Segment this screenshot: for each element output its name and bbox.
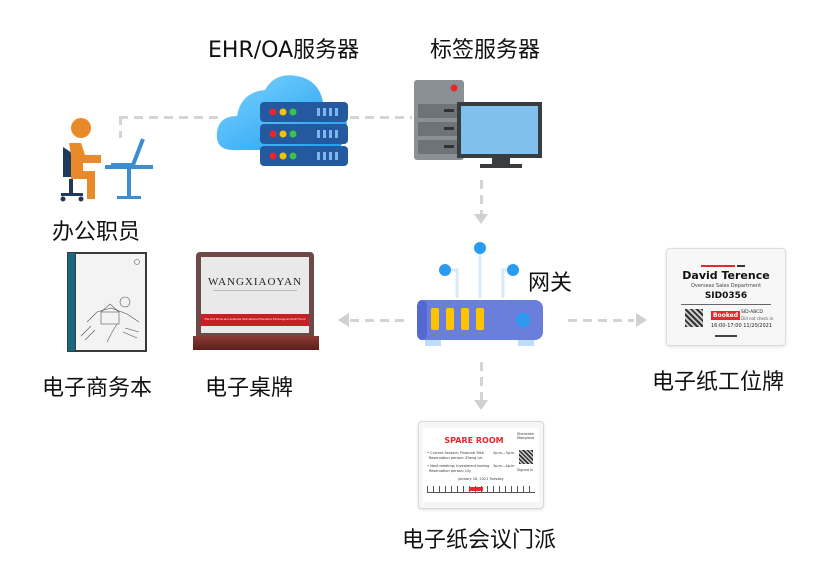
epaper-badge-node[interactable]: David Terence Overseas Sales Department …: [666, 248, 786, 346]
door-sign-next-time: 3p.m—4p.m: [493, 464, 515, 468]
connector-gateway-to-desksign: [350, 319, 410, 322]
door-sign-next: • Next meeting: Investment tooling: [427, 464, 490, 468]
arrow-to-desksign: [338, 313, 349, 327]
badge-sub-id: SID-ABCD: [741, 310, 763, 315]
gateway-label: 网关: [528, 271, 573, 296]
ehr-server-label: EHR/OA服务器: [208, 38, 360, 63]
door-sign-date: January 16, 2021 Tuesday: [458, 477, 504, 481]
arrow-to-badge: [636, 313, 647, 327]
e-notebook-node[interactable]: [67, 252, 147, 352]
desk-sign-icon: WANGXIAOYAN The 2nd China and Australia …: [193, 252, 319, 350]
badge-status: Booked: [711, 311, 741, 320]
gateway-node[interactable]: [415, 238, 545, 350]
epaper-badge-icon: David Terence Overseas Sales Department …: [667, 249, 785, 345]
connector-staff-to-ehr: [119, 116, 219, 119]
badge-qr-code: [685, 309, 703, 327]
door-sign-signed: Signed in: [517, 468, 534, 472]
connector-gateway-to-badge: [568, 319, 634, 322]
epaper-badge-label: 电子纸工位牌: [652, 370, 785, 395]
arrow-to-doorsign: [474, 400, 488, 410]
badge-department: Overseas Sales Department: [690, 283, 762, 289]
door-sign-qr-code: [519, 450, 533, 464]
tag-server-label: 标签服务器: [430, 38, 541, 63]
door-sign-location: Shenzhen Mangrove: [517, 432, 535, 440]
connector-staff-vertical: [119, 116, 122, 138]
door-sign-timeline-booking: [469, 487, 483, 491]
desk-sign-banner: The 2nd China and Australia Internationa…: [201, 314, 309, 326]
epaper-door-sign-icon: SPARE ROOM Shenzhen Mangrove • Current S…: [419, 422, 543, 508]
connector-ehr-to-tag: [350, 116, 412, 119]
arrow-to-gateway: [474, 214, 488, 224]
office-worker-icon: [60, 118, 153, 202]
badge-sid: SID0356: [704, 291, 748, 301]
office-staff-label: 办公职员: [52, 220, 141, 245]
tag-server-node[interactable]: [412, 78, 552, 170]
epaper-door-sign-label: 电子纸会议门派: [402, 528, 557, 553]
connector-tag-to-gateway: [480, 180, 483, 214]
badge-sub-note: Did not check in: [741, 316, 774, 321]
door-sign-current-person: Reservation person: Zheng Lei: [429, 456, 483, 460]
door-sign-next-person: Reservation person: Lily: [429, 469, 472, 473]
cloud-server-icon: [216, 75, 348, 166]
office-staff-node[interactable]: [55, 115, 155, 205]
ehr-server-node[interactable]: [215, 70, 355, 170]
desk-sign-label: 电子桌牌: [205, 376, 294, 401]
e-notebook-label: 电子商务本: [42, 376, 153, 401]
router-icon: [417, 242, 543, 346]
e-notebook-icon: [67, 252, 147, 352]
door-sign-current: • Current Session: Financial Risk: [427, 451, 484, 455]
desk-sign-node[interactable]: WANGXIAOYAN The 2nd China and Australia …: [193, 252, 319, 350]
server-computer-icon: [414, 80, 542, 168]
connector-gateway-to-doorsign: [480, 362, 483, 400]
badge-time: 16:00-17:00 11/20/2021: [711, 323, 773, 329]
door-sign-current-time: 2p.m—3p.m: [493, 451, 515, 455]
epaper-door-sign-node[interactable]: SPARE ROOM Shenzhen Mangrove • Current S…: [418, 421, 544, 509]
door-sign-title: SPARE ROOM: [444, 436, 504, 445]
desk-sign-name: WANGXIAOYAN: [207, 276, 303, 288]
badge-person-name: David Terence: [682, 269, 770, 282]
